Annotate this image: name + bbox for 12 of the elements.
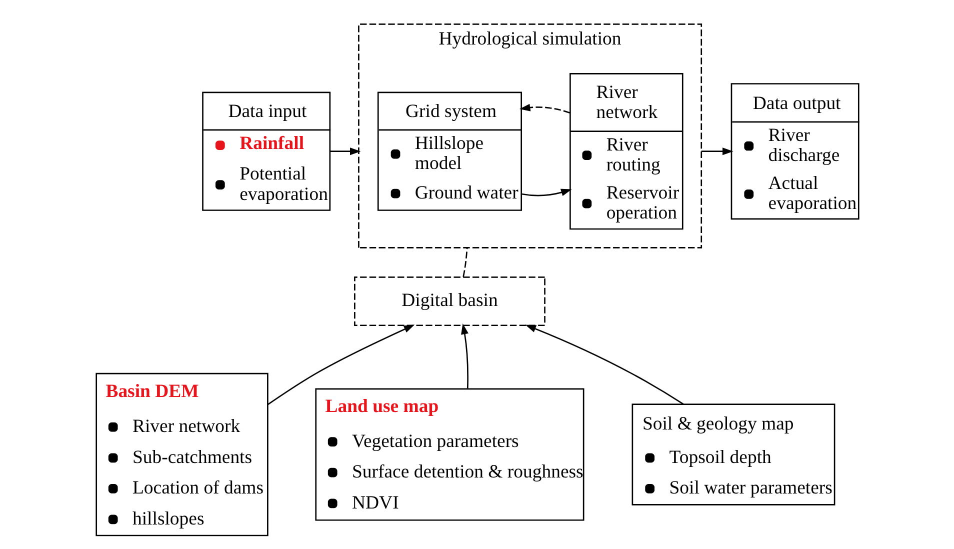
arrow [330, 148, 360, 156]
arrow [524, 324, 684, 405]
arrow [700, 148, 733, 156]
arrow [520, 188, 572, 196]
arrow [460, 324, 468, 388]
node-box: Basin DEM River network Sub-catchments Location of dams hillslopes [95, 372, 268, 536]
node-box: Soil & geology map Topsoil depth Soil water parameters [631, 404, 835, 506]
connector [462, 248, 468, 277]
node-box: Digital basin [354, 276, 545, 326]
arrow [266, 324, 414, 406]
node-box: Land use map Vegetation parameters Surface detention & roughness NDVI [314, 388, 584, 521]
arrow [518, 104, 570, 114]
